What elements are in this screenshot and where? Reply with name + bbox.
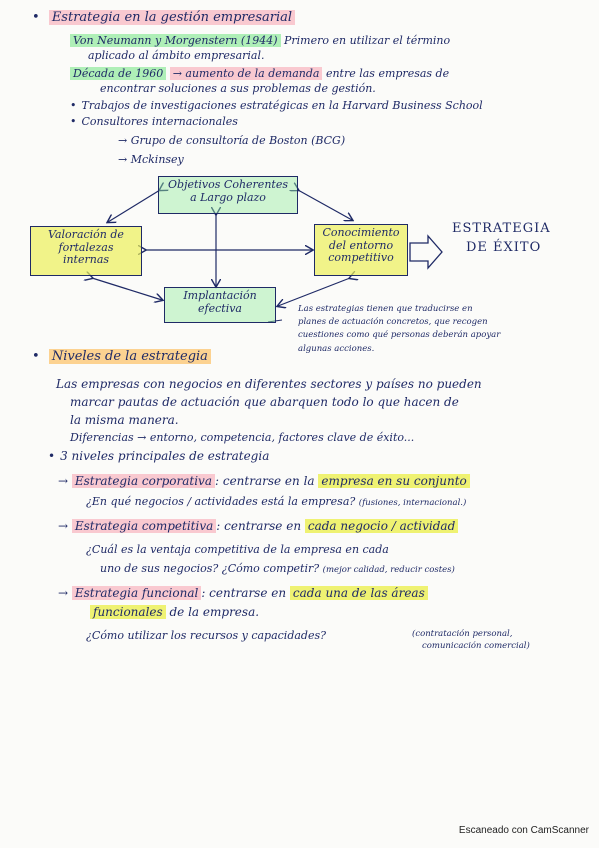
func-question: ¿Cómo utilizar los recursos y capacidade… (86, 629, 327, 642)
box-conocimiento: Conocimiento del entorno competitivo (314, 224, 408, 276)
diferencias-line: Diferencias → entorno, competencia, fact… (70, 431, 415, 444)
comp-q2: uno de sus negocios? ¿Cómo competir? (me… (100, 562, 455, 575)
p1-line3: la misma manera. (70, 413, 179, 427)
comp-line: → Estrategia competitiva: centrarse en c… (58, 519, 459, 534)
func-line2: funcionales de la empresa. (90, 605, 259, 620)
tres-niveles: 3 niveles principales de estrategia (48, 449, 269, 464)
section2-title: Niveles de la estrategia (32, 349, 211, 365)
bcg-line: → Grupo de consultoría de Boston (BCG) (118, 134, 346, 147)
p1-line2: marcar pautas de actuación que abarquen … (70, 395, 459, 409)
section1-title: Estrategia en la gestión empresarial (32, 10, 296, 26)
corp-line: → Estrategia corporativa: centrarse en l… (58, 474, 470, 489)
decada-line: Década de 1960 → aumento de la demanda e… (70, 67, 449, 81)
result-estrategia: ESTRATEGIA DE ÉXITO (452, 221, 551, 255)
vonneumann-line: Von Neumann y Morgenstern (1944) Primero… (70, 34, 450, 48)
decada-line2: encontrar soluciones a sus problemas de … (100, 82, 376, 95)
harvard-line: Trabajos de investigaciones estratégicas… (70, 99, 483, 113)
p1-line1: Las empresas con negocios en diferentes … (56, 377, 482, 391)
box-objetivos: Objetivos Coherentes a Largo plazo (158, 176, 298, 214)
corp-question: ¿En qué negocios / actividades está la e… (86, 495, 467, 508)
consultores-line: Consultores internacionales (70, 115, 238, 129)
func-line: → Estrategia funcional: centrarse en cad… (58, 586, 428, 601)
comp-q1: ¿Cuál es la ventaja competitiva de la em… (86, 543, 389, 556)
vonneumann-line2: aplicado al ámbito empresarial. (88, 49, 265, 62)
mckinsey-line: → Mckinsey (118, 153, 184, 166)
diagram-note: Las estrategias tienen que traducirse en… (298, 304, 501, 354)
func-note: (contratación personal, comunicación com… (412, 629, 530, 652)
scanner-footer: Escaneado con CamScanner (458, 825, 589, 836)
box-valoracion: Valoración de fortalezas internas (30, 226, 142, 276)
box-implantacion: Implantación efectiva (164, 287, 276, 323)
